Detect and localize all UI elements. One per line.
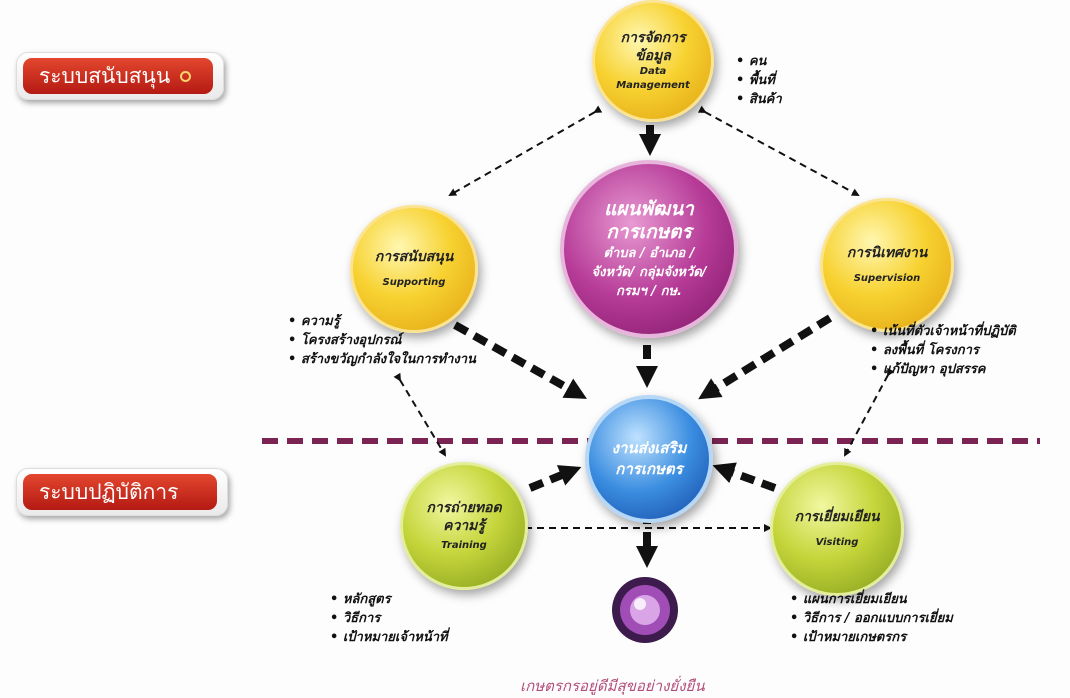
section-support-pill: ระบบสนับสนุน [16, 52, 224, 100]
arrow-data-to-supporting [448, 105, 603, 196]
section-operation-pill: ระบบปฏิบัติการ [16, 468, 228, 516]
bullets-supervision: เน้นที่ตัวเจ้าหน้าที่ปฏิบัติ ลงพื้นที่ โ… [870, 322, 1016, 379]
list-item: โครงสร้างอุปกรณ์ [288, 331, 476, 350]
section-operation-label: ระบบปฏิบัติการ [23, 474, 217, 510]
dot-icon [180, 70, 192, 82]
node-extension: งานส่งเสริม การเกษตร [585, 395, 713, 523]
arrow-visiting-to-extension [712, 462, 777, 492]
node-supervision: การนิเทศงาน Supervision [820, 198, 954, 332]
list-item: เป้าหมายเกษตรกร [790, 628, 953, 647]
list-item: คน [736, 52, 782, 71]
bullets-data-management: คน พื้นที่ สินค้า [736, 52, 782, 109]
bullets-training: หลักสูตร วิธีการ เป้าหมายเจ้าหน้าที่ [330, 590, 448, 647]
list-item: ลงพื้นที่ โครงการ [870, 341, 1016, 360]
list-item: พื้นที่ [736, 71, 782, 90]
bullets-visiting: แผนการเยี่ยมเยียน วิธีการ / ออกแบบการเยี… [790, 590, 953, 647]
list-item: แก้ปัญหา อุปสรรค [870, 360, 1016, 379]
arrow-supporting-to-training [393, 372, 447, 457]
arrow-supervision-to-extension [698, 314, 833, 400]
list-item: สร้างขวัญกำลังใจในการทำงาน [288, 350, 476, 369]
node-data-management: การจัดการ ข้อมูล Data Management [592, 0, 714, 122]
arrow-data-to-supervision [697, 105, 860, 196]
arrow-supervision-to-visiting [844, 367, 895, 457]
list-item: วิธีการ [330, 609, 448, 628]
list-item: สินค้า [736, 90, 782, 109]
section-support-label: ระบบสนับสนุน [23, 58, 213, 94]
list-item: วิธีการ / ออกแบบการเยี่ยม [790, 609, 953, 628]
outcome-caption: เกษตรกรอยู่ดีมีสุขอย่างยั่งยืน [520, 677, 705, 695]
list-item: แผนการเยี่ยมเยียน [790, 590, 953, 609]
bullets-supporting: ความรู้ โครงสร้างอุปกรณ์ สร้างขวัญกำลังใ… [288, 312, 476, 369]
list-item: เป้าหมายเจ้าหน้าที่ [330, 628, 448, 647]
node-training: การถ่ายทอด ความรู้ Training [400, 462, 528, 590]
list-item: หลักสูตร [330, 590, 448, 609]
node-development-plan: แผนพัฒนา การเกษตร ตำบล / อำเภอ / จังหวัด… [560, 160, 738, 338]
arrow-training-to-extension [528, 465, 582, 492]
list-item: เน้นที่ตัวเจ้าหน้าที่ปฏิบัติ [870, 322, 1016, 341]
list-item: ความรู้ [288, 312, 476, 331]
node-visiting: การเยี่ยมเยียน Visiting [770, 462, 904, 596]
